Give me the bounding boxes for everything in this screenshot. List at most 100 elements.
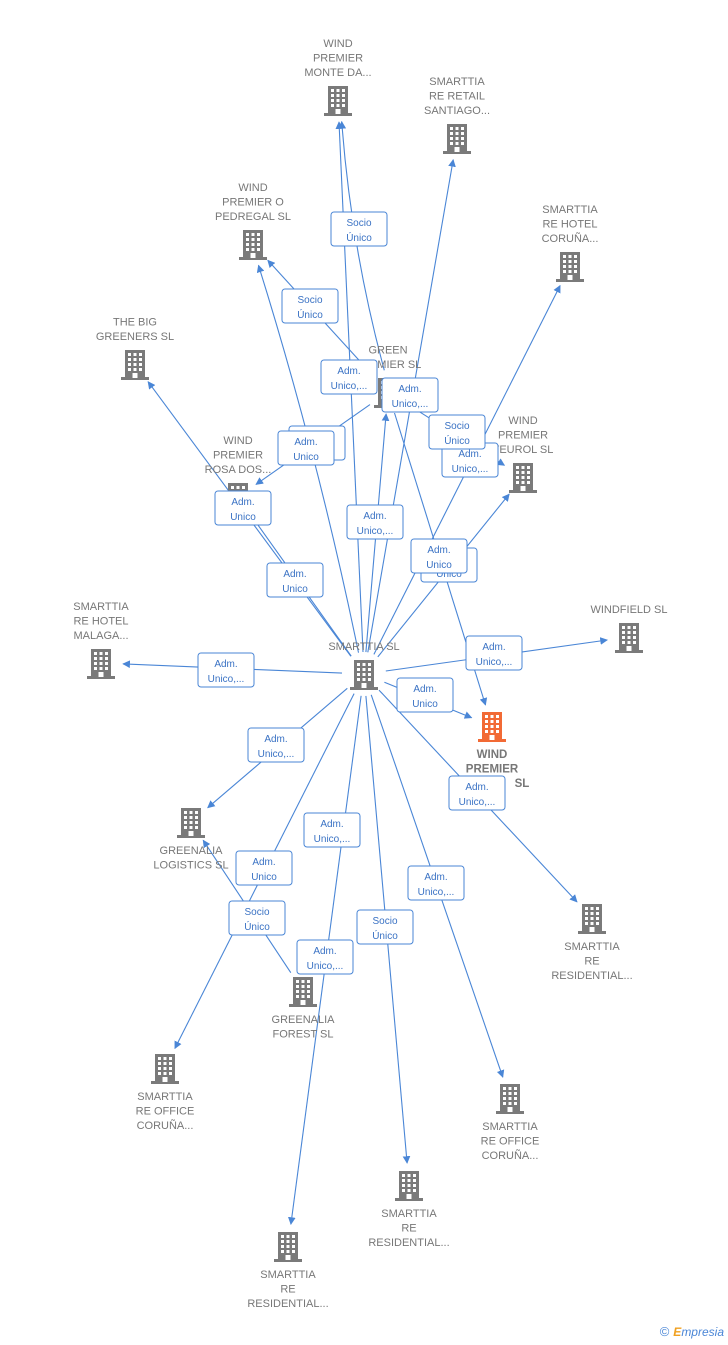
edge-label-13[interactable]: Adm.Unico,...: [197, 652, 255, 688]
node-smarttia[interactable]: SMARTTIA SL: [328, 641, 400, 690]
edge-label-extra-3[interactable]: Adm.Unico: [277, 430, 335, 466]
edge-label-text: Único: [297, 308, 323, 321]
node-label: CORUÑA...: [482, 1149, 539, 1162]
node-label: RE: [280, 1284, 295, 1296]
node-label: SMARTTIA: [482, 1121, 538, 1133]
edge-label-text: Adm.: [427, 545, 450, 556]
node-label: RE RETAIL: [429, 91, 485, 103]
edge-label-text: Adm.: [482, 642, 505, 653]
edge-label-text: Adm.: [231, 497, 254, 508]
node-label: TEUROL SL: [493, 444, 554, 456]
edge-label-20[interactable]: Adm.Unico,...: [407, 865, 465, 901]
edge-label-box: [228, 900, 286, 936]
edge-label-text: Unico: [412, 699, 438, 710]
node-label: CORUÑA...: [137, 1119, 194, 1132]
node-label: SL: [515, 778, 530, 790]
node-label: THE BIG: [113, 317, 157, 329]
node-label: SMARTTIA: [564, 941, 620, 953]
edge-label-16[interactable]: Adm.Unico,...: [247, 727, 305, 763]
edge-label-text: Adm.: [214, 659, 237, 670]
node-label: PREMIER: [466, 764, 519, 776]
edge-label-11[interactable]: Adm.Unico: [266, 562, 324, 598]
node-label: FOREST SL: [273, 1029, 334, 1041]
node-retail_santiago[interactable]: SMARTTIA RE RETAIL SANTIAGO...: [424, 76, 490, 154]
edge-label-5[interactable]: Adm.Unico,...: [381, 377, 439, 413]
edge-label-14[interactable]: Adm.Unico,...: [465, 635, 523, 671]
node-label: GREENALIA: [160, 845, 224, 857]
node-label: SANTIAGO...: [424, 105, 490, 117]
edge-label-text: Único: [372, 929, 398, 942]
node-label: GREEN: [368, 345, 407, 357]
edge-label-22[interactable]: Adm.Unico,...: [303, 812, 361, 848]
node-label: SMARTTIA: [542, 204, 598, 216]
edge-label-9[interactable]: Adm.Unico: [214, 490, 272, 526]
node-label: RE HOTEL: [73, 616, 128, 628]
edge-label-text: Unico,...: [452, 464, 489, 475]
building-icon: [578, 904, 606, 934]
node-label: SMARTTIA: [137, 1091, 193, 1103]
edge-label-box: [448, 775, 506, 811]
edge-label-box: [346, 504, 404, 540]
node-label: WIND: [223, 435, 252, 447]
edge-label-text: Adm.: [264, 734, 287, 745]
edge-label-text: Adm.: [252, 857, 275, 868]
edge-label-text: Unico,...: [392, 399, 429, 410]
node-residential_mid[interactable]: SMARTTIARERESIDENTIAL...: [368, 1171, 450, 1249]
edge-label-15[interactable]: Adm.Unico: [396, 677, 454, 713]
node-residential_bottom[interactable]: SMARTTIARERESIDENTIAL...: [247, 1232, 329, 1310]
node-label: SMARTTIA: [260, 1269, 316, 1281]
building-icon: [274, 1232, 302, 1262]
building-icon: [177, 808, 205, 838]
edge-label-extra-4[interactable]: Adm.Unico: [410, 538, 468, 574]
edge-label-text: Socio: [444, 421, 469, 432]
edge-labels-layer: SocioÚnicoSocioÚnicoAdm.Unico,...Adm.Uni…: [197, 211, 523, 975]
edge-label-text: Unico,...: [331, 381, 368, 392]
edge-label-box: [428, 414, 486, 450]
edge-label-extra-1[interactable]: Adm.Unico: [235, 850, 293, 886]
building-icon: [496, 1084, 524, 1114]
footer-brand: © Empresia: [660, 1324, 724, 1339]
edge-label-text: Unico,...: [418, 887, 455, 898]
edge-label-6[interactable]: Adm.Unico,...: [441, 442, 499, 478]
edge-label-box: [320, 359, 378, 395]
node-windfield[interactable]: WINDFIELD SL: [590, 604, 668, 653]
building-icon: [556, 252, 584, 282]
edge-label-text: Unico,...: [307, 961, 344, 972]
node-label: RESIDENTIAL...: [551, 970, 632, 982]
edge-label-text: Unico: [282, 584, 308, 595]
edge-label-extra-0[interactable]: Adm.Unico,...: [320, 359, 378, 395]
node-label: PREMIER O: [222, 197, 284, 209]
edge-label-box: [303, 812, 361, 848]
edge-label-text: Único: [346, 231, 372, 244]
edge-label-17[interactable]: Adm.Unico,...: [448, 775, 506, 811]
edge-label-box: [197, 652, 255, 688]
node-label: WINDFIELD SL: [590, 604, 667, 616]
node-label: RESIDENTIAL...: [368, 1237, 449, 1249]
edge-label-text: Único: [444, 434, 470, 447]
building-icon: [324, 86, 352, 116]
edge-label-8[interactable]: Adm.Unico,...: [346, 504, 404, 540]
node-label: RE: [584, 956, 599, 968]
edge-label-extra-2[interactable]: Adm.Unico,...: [296, 939, 354, 975]
node-label: SMARTTIA: [429, 76, 485, 88]
building-icon: [509, 463, 537, 493]
node-residential_right[interactable]: SMARTTIA RE RESIDENTIAL...: [551, 904, 633, 982]
